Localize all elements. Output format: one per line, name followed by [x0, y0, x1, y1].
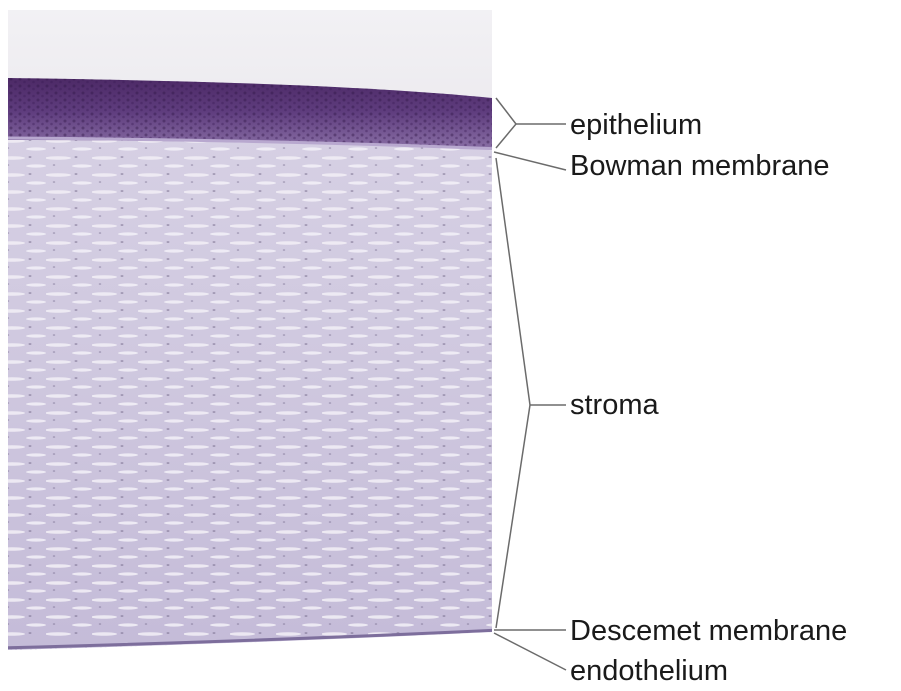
bowman-membrane-label: Bowman membrane — [570, 152, 830, 181]
cornea-section — [0, 70, 500, 660]
epithelium-bracket — [496, 98, 516, 148]
descemet-membrane-label: Descemet membrane — [570, 617, 847, 646]
endothelium-leader — [494, 633, 566, 670]
bowman-leader — [494, 152, 566, 170]
stroma-label: stroma — [570, 391, 659, 420]
stroma-fibers — [0, 140, 500, 640]
stroma-bracket — [496, 158, 530, 628]
endothelium-label: endothelium — [570, 657, 728, 686]
epithelium-label: epithelium — [570, 111, 702, 140]
